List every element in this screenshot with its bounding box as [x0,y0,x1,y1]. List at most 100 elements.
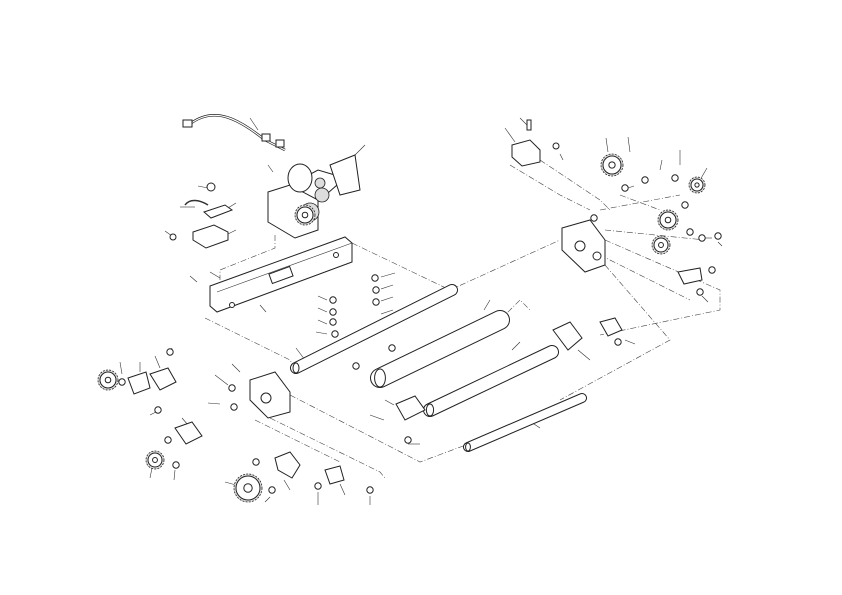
guide-line [269,417,386,479]
leader-line [173,469,176,481]
gear-hub [301,211,309,219]
guide-line [604,229,706,241]
screw [404,436,412,444]
screw [372,286,380,294]
leader-line [511,341,521,351]
left-side-plate [249,371,291,419]
guide-line [254,419,341,463]
screw [252,458,260,466]
screw [671,174,679,182]
screw [366,486,374,494]
right-side-plate [561,219,606,273]
leader-line [701,295,709,303]
screw [172,461,180,469]
guide-line [449,239,561,291]
screw [352,362,360,370]
gear-hub [104,376,112,384]
leader-line [149,411,157,416]
gear-hub [243,483,253,493]
screw [681,201,689,209]
guide-line [559,264,671,401]
screw [590,214,598,222]
guide-line [219,235,276,280]
top-bracket [511,119,560,167]
gear-hub [664,216,672,224]
screw [329,296,337,304]
guide-line [204,317,296,369]
leader-line [380,272,396,278]
gears [97,153,706,503]
guide-line [599,239,721,336]
guide-line [599,254,691,301]
screw [698,234,706,242]
leader-line [317,295,328,301]
sensor-bracket [169,182,234,249]
leader-line [119,361,123,375]
screw [641,176,649,184]
leader-line [369,414,385,421]
screw [696,288,704,296]
gear-hub [694,182,700,188]
screw [268,486,276,494]
leader-line [384,399,395,406]
leader-line [380,309,394,315]
feed-roller [424,346,558,416]
leader-line [380,296,394,302]
screw [708,266,716,274]
leader-line [209,271,221,279]
pressure-roller-end [374,368,386,388]
drive-shaft-end [292,362,300,374]
leader-line [283,479,291,491]
leader-line [483,299,491,311]
drive-shaft [291,285,457,373]
leader-line [207,402,221,405]
screw [372,298,380,306]
leader-line [627,185,635,189]
screw [371,274,379,282]
feed-roller-end [425,403,435,417]
leader-line [227,202,237,209]
leader-line [259,304,267,313]
leader-line [605,137,609,153]
screw [154,406,162,414]
gear-hub [658,242,664,248]
leader-line [659,159,663,171]
screw [714,232,722,240]
leader-line [504,127,516,143]
leader-line [197,185,209,189]
leader-line [154,355,161,369]
lower-brackets [127,267,703,485]
leader-line [267,164,274,173]
leader-line [577,349,591,361]
leader-line [231,363,241,373]
screw [331,330,339,338]
leader-line [624,339,636,345]
screw [228,384,236,392]
screw [329,318,337,326]
leader-line [354,144,366,156]
leader-line [249,117,259,131]
gear-hub [608,161,616,169]
screws-and-bushings [118,174,722,494]
guide-line [509,164,591,211]
leader-line [380,284,394,290]
gear-hub [152,457,158,463]
screw [164,436,172,444]
leader-line [559,153,564,161]
left-frame-bar [209,236,353,313]
leader-line [317,319,328,325]
leader-line [519,117,528,126]
guide-rod-end [465,442,471,452]
guide-line [499,299,531,321]
drive-motor-assembly [267,154,361,239]
screw [686,228,694,236]
leader-line [227,229,237,235]
screw [230,403,238,411]
screw [118,378,126,386]
guide-rod [464,394,586,451]
guide-line [619,194,661,211]
leader-line [717,241,723,247]
leader-line [224,481,237,486]
leader-line [214,374,229,386]
